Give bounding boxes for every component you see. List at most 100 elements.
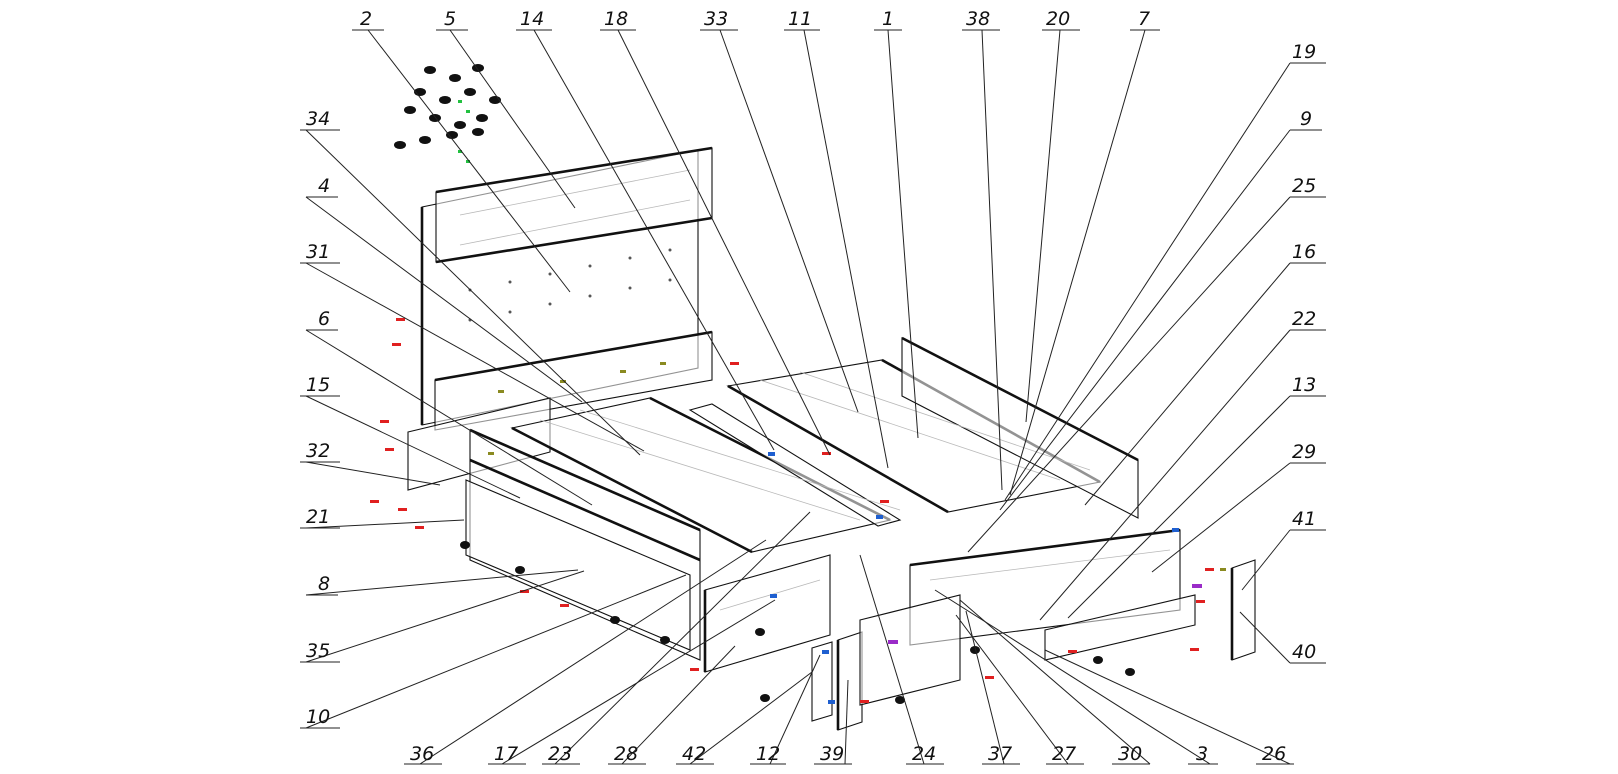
svg-text:38: 38 [966, 8, 990, 30]
callout-34: 34 [300, 108, 340, 131]
callout-18: 18 [600, 8, 636, 31]
callout-4: 4 [306, 175, 338, 198]
svg-text:22: 22 [1292, 308, 1316, 330]
svg-text:9: 9 [1300, 108, 1312, 130]
callout-42: 42 [676, 743, 714, 765]
svg-text:16: 16 [1292, 241, 1316, 263]
svg-text:19: 19 [1292, 41, 1316, 63]
svg-text:32: 32 [306, 440, 330, 462]
callout-33: 33 [700, 8, 738, 31]
svg-text:5: 5 [444, 8, 456, 30]
callout-39: 39 [814, 743, 852, 765]
callout-20: 20 [1042, 8, 1080, 31]
callout-32: 32 [300, 440, 340, 463]
callout-26: 26 [1256, 743, 1294, 765]
callout-29: 29 [1290, 441, 1326, 464]
callout-27: 27 [1046, 743, 1084, 765]
connector-group-blue [768, 452, 1179, 704]
connector-group-purple [888, 584, 1202, 644]
callout-25: 25 [1290, 175, 1326, 198]
svg-text:26: 26 [1262, 743, 1286, 765]
callout-30: 30 [1112, 743, 1150, 765]
callout-9: 9 [1290, 108, 1322, 131]
svg-text:11: 11 [788, 8, 812, 30]
callout-38: 38 [962, 8, 1000, 31]
svg-text:18: 18 [604, 8, 628, 30]
callout-1: 1 [874, 8, 902, 31]
svg-text:41: 41 [1292, 508, 1316, 530]
svg-text:29: 29 [1292, 441, 1316, 463]
svg-text:14: 14 [520, 8, 544, 30]
svg-text:28: 28 [614, 743, 638, 765]
callout-37: 37 [982, 743, 1020, 765]
svg-text:37: 37 [988, 743, 1012, 765]
svg-text:25: 25 [1292, 175, 1316, 197]
callout-12: 12 [750, 743, 786, 765]
svg-text:33: 33 [704, 8, 728, 30]
cam-lock-cluster [394, 64, 501, 149]
svg-text:24: 24 [912, 743, 936, 765]
svg-text:36: 36 [410, 743, 434, 765]
callout-35: 35 [300, 640, 340, 663]
front-footboard [704, 554, 831, 673]
callout-labels: 2 5 14 18 33 11 1 38 20 7 [300, 8, 1326, 765]
callout-23: 23 [542, 743, 580, 765]
callout-7: 7 [1130, 8, 1160, 31]
svg-text:1: 1 [882, 8, 894, 30]
dowel-group-green [458, 100, 470, 163]
svg-text:10: 10 [306, 706, 330, 728]
svg-text:8: 8 [318, 573, 330, 595]
callout-16: 16 [1290, 241, 1326, 264]
center-beam [688, 403, 902, 527]
svg-text:3: 3 [1196, 743, 1208, 765]
foot-group [460, 541, 1135, 704]
callout-14: 14 [516, 8, 552, 31]
callout-2: 2 [352, 8, 384, 31]
callout-15: 15 [300, 374, 340, 397]
callout-31: 31 [300, 241, 340, 264]
svg-text:21: 21 [306, 506, 330, 528]
callout-5: 5 [436, 8, 468, 31]
callout-21: 21 [300, 506, 340, 529]
svg-text:15: 15 [306, 374, 330, 396]
svg-text:39: 39 [820, 743, 844, 765]
callout-40: 40 [1290, 641, 1326, 664]
callout-6: 6 [306, 308, 338, 331]
callout-22: 22 [1290, 308, 1326, 331]
svg-text:31: 31 [306, 241, 330, 263]
svg-text:4: 4 [318, 175, 330, 197]
callout-19: 19 [1290, 41, 1326, 64]
leader-lines [305, 29, 1291, 765]
svg-text:23: 23 [548, 743, 572, 765]
parts-drawing [407, 146, 1256, 731]
callout-28: 28 [608, 743, 646, 765]
end-panel-39 [837, 631, 863, 731]
svg-text:6: 6 [318, 308, 330, 330]
fasteners [370, 64, 1226, 704]
callout-41: 41 [1290, 508, 1326, 531]
svg-text:2: 2 [360, 8, 372, 30]
callout-8: 8 [306, 573, 338, 596]
svg-text:30: 30 [1118, 743, 1142, 765]
svg-text:34: 34 [306, 108, 330, 130]
svg-text:42: 42 [682, 743, 706, 765]
callout-11: 11 [784, 8, 820, 31]
callout-3: 3 [1188, 743, 1218, 765]
callout-36: 36 [404, 743, 442, 765]
callout-10: 10 [300, 706, 340, 729]
end-panel-41 [1231, 559, 1256, 661]
svg-text:13: 13 [1292, 374, 1316, 396]
callout-24: 24 [906, 743, 944, 765]
svg-text:35: 35 [306, 640, 330, 662]
svg-text:27: 27 [1052, 743, 1076, 765]
svg-text:40: 40 [1292, 641, 1316, 663]
dowel-group-red [370, 318, 1214, 703]
svg-text:20: 20 [1046, 8, 1070, 30]
svg-text:17: 17 [494, 743, 518, 765]
svg-text:7: 7 [1138, 8, 1150, 30]
svg-text:12: 12 [756, 743, 780, 765]
left-drawer-box [465, 479, 691, 651]
callout-13: 13 [1290, 374, 1326, 397]
center-drawer [859, 594, 961, 706]
